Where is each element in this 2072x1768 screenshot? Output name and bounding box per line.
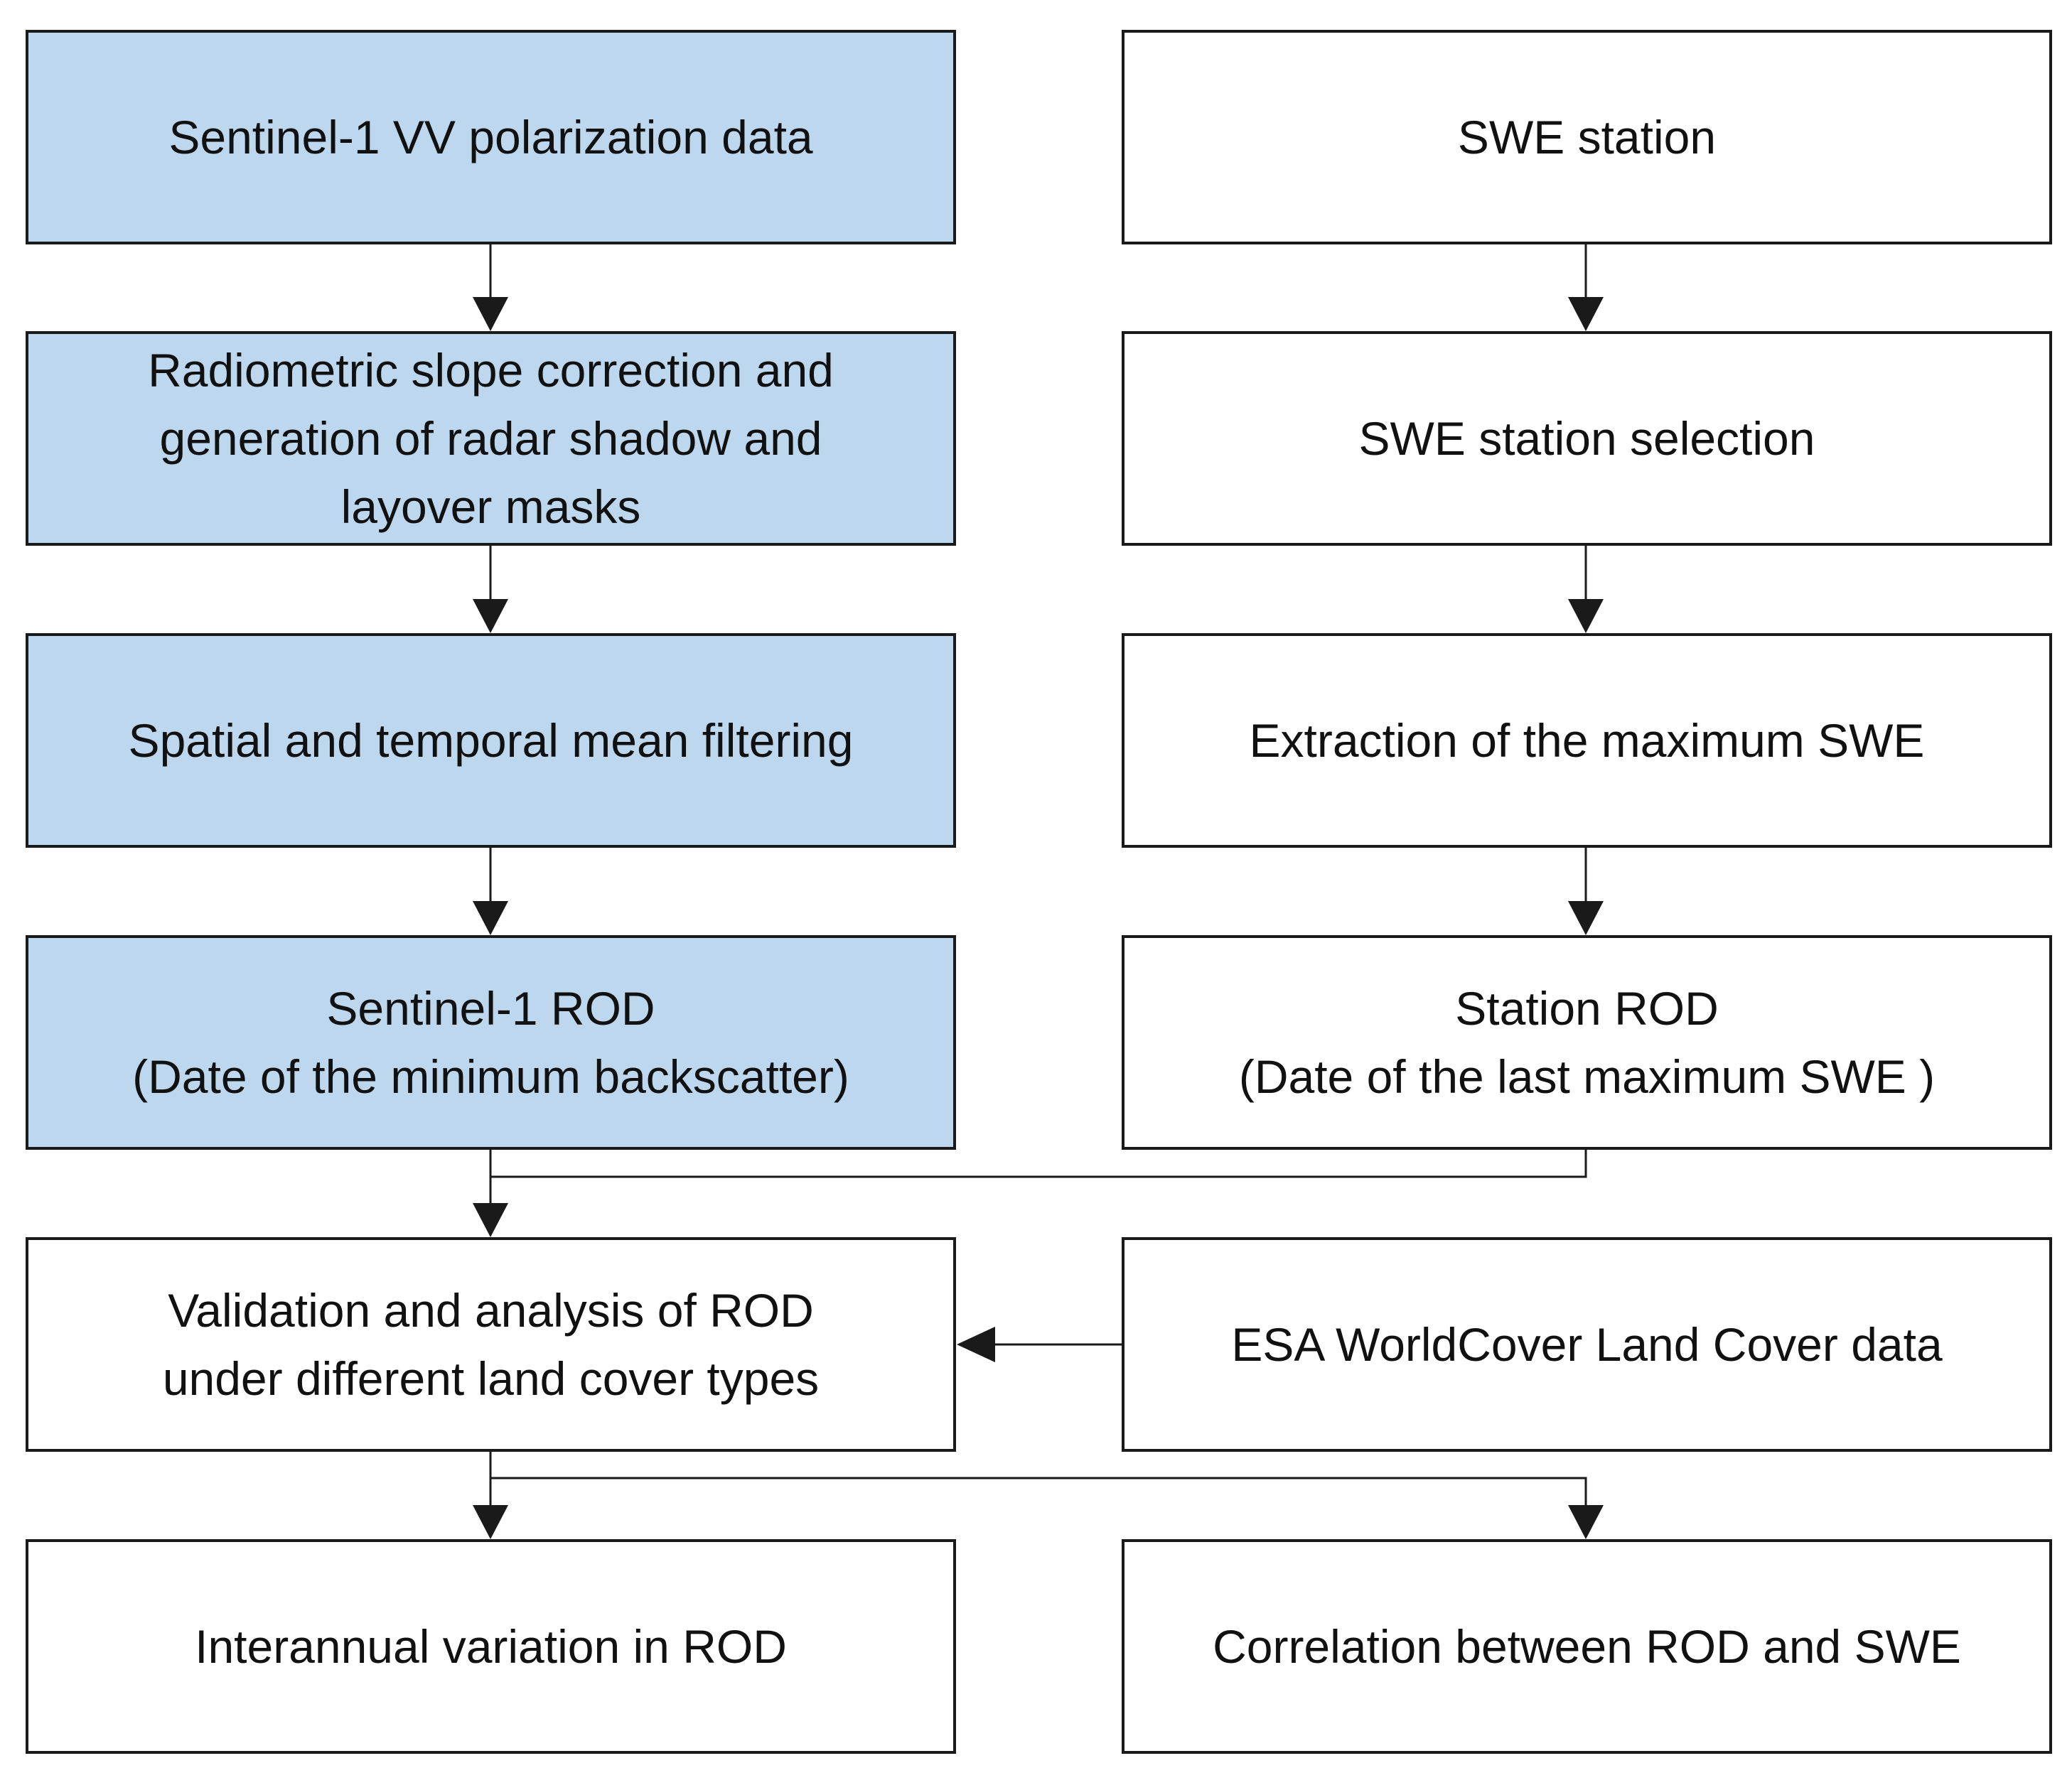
box-label: ESA WorldCover Land Cover data <box>1231 1318 1943 1371</box>
arrowhead <box>473 1505 508 1539</box>
arrowhead <box>1568 1505 1604 1539</box>
box-swe-station: SWE station <box>1122 30 2052 244</box>
arrowhead <box>957 1327 995 1362</box>
arrowhead <box>1568 901 1604 935</box>
box-label: Station ROD (Date of the last maximum SW… <box>1238 982 1936 1103</box>
arrowhead <box>1568 297 1604 331</box>
box-label: Validation and analysis of ROD under dif… <box>162 1284 820 1405</box>
arrowhead <box>473 599 508 633</box>
box-station-rod: Station ROD (Date of the last maximum SW… <box>1122 935 2052 1150</box>
box-interannual-variation: Interannual variation in ROD <box>26 1539 956 1754</box>
box-label: Radiometric slope correction and generat… <box>148 344 834 533</box>
arrowhead <box>473 1203 508 1237</box>
arrowhead <box>473 901 508 935</box>
box-label: Sentinel-1 VV polarization data <box>168 111 813 163</box>
box-label: Spatial and temporal mean filtering <box>128 714 854 767</box>
arrowhead <box>473 297 508 331</box>
arrowhead <box>1568 599 1604 633</box>
box-landcover-data: ESA WorldCover Land Cover data <box>1122 1237 2052 1452</box>
box-label: SWE station <box>1457 111 1717 163</box>
box-mean-filtering: Spatial and temporal mean filtering <box>26 633 956 848</box>
box-radiometric-correction: Radiometric slope correction and generat… <box>26 331 956 546</box>
edge-validation-to-correlation <box>490 1477 1587 1506</box>
box-sentinel1-data: Sentinel-1 VV polarization data <box>26 30 956 244</box>
box-sentinel1-rod: Sentinel-1 ROD (Date of the minimum back… <box>26 935 956 1150</box>
box-label: Sentinel-1 ROD (Date of the minimum back… <box>132 982 849 1103</box>
box-validation: Validation and analysis of ROD under dif… <box>26 1237 956 1452</box>
box-rod-swe-correlation: Correlation between ROD and SWE <box>1122 1539 2052 1754</box>
box-label: Interannual variation in ROD <box>195 1620 787 1673</box>
box-label: Correlation between ROD and SWE <box>1213 1620 1961 1673</box>
box-max-swe-extraction: Extraction of the maximum SWE <box>1122 633 2052 848</box>
box-label: SWE station selection <box>1358 412 1815 465</box>
box-label: Extraction of the maximum SWE <box>1249 714 1925 767</box>
edge-station-rod-to-validation <box>490 1150 1587 1178</box>
box-swe-station-selection: SWE station selection <box>1122 331 2052 546</box>
